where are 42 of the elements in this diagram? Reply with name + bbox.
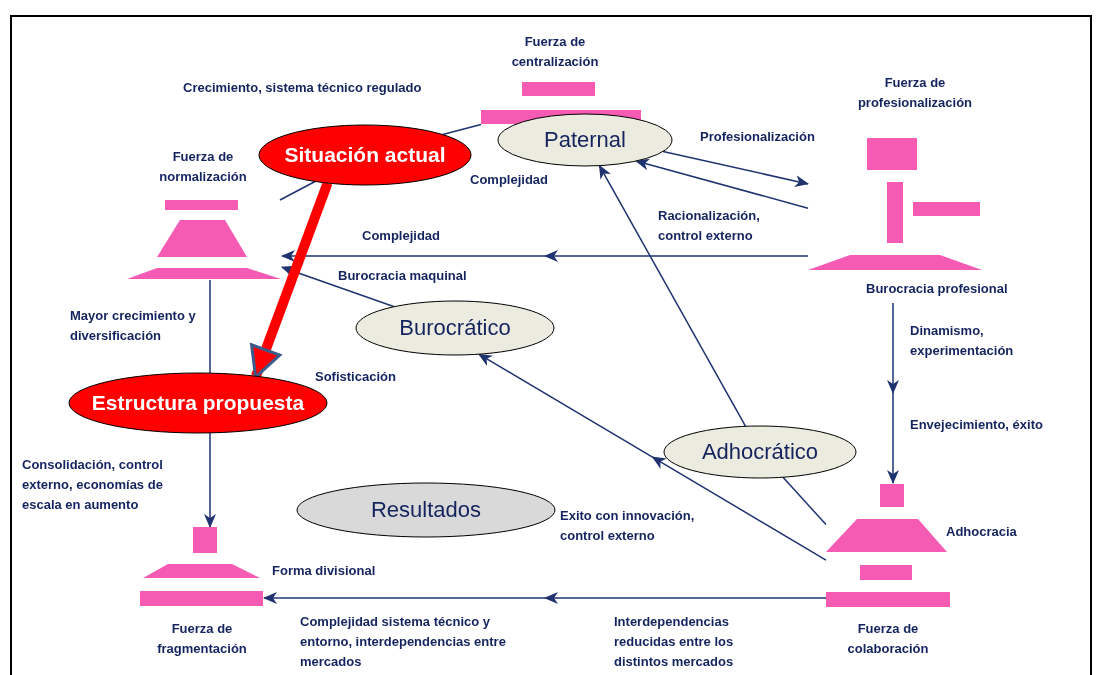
arrow	[263, 592, 827, 604]
label-text: Consolidación, control externo, economías de escala en aumento	[22, 456, 164, 514]
node-label: Burocrático	[399, 315, 511, 340]
label-text: Complejidad sistema técnico y entorno, interdependencias entre mercados	[300, 613, 507, 671]
node-label: Resultados	[370, 497, 482, 522]
label-text: Crecimiento, sistema técnico regulado	[183, 79, 423, 97]
arrow	[635, 158, 809, 209]
structure-caption: Adhocracia	[946, 523, 1018, 541]
structure-caption: Fuerza de normalización	[158, 148, 248, 186]
label-text: Profesionalización	[700, 128, 816, 146]
structure-caption: Fuerza de fragmentación	[156, 620, 248, 658]
structure-caption: Fuerza de colaboración	[846, 620, 930, 658]
label-text: Racionalización, control externo	[658, 207, 761, 245]
arrow	[478, 353, 827, 561]
label-text: Complejidad	[362, 227, 441, 245]
arrow	[250, 181, 333, 379]
label-text: Envejecimiento, éxito	[910, 416, 1044, 434]
arrow	[204, 432, 216, 528]
arrow	[281, 250, 809, 262]
arrow	[887, 302, 899, 484]
structure-caption: Fuerza de profesionalización	[856, 74, 974, 112]
connector-line	[279, 180, 316, 201]
label-text: Mayor crecimiento y diversificación	[70, 307, 197, 345]
arrow	[281, 265, 396, 308]
label-text: Sofisticación	[315, 368, 397, 386]
label-text: Dinamismo, experimentación	[910, 322, 1015, 360]
node-label: Estructura propuesta	[91, 391, 305, 414]
connector-line	[209, 279, 211, 374]
arrow	[598, 164, 747, 428]
label-text: Interdependencias reducidas entre los distintos mercados	[614, 613, 735, 671]
label-text: Complejidad	[470, 171, 549, 189]
arrow	[662, 150, 809, 187]
node-label: Situación actual	[284, 143, 446, 166]
connector-line	[441, 123, 482, 136]
structure-caption: Forma divisional	[272, 562, 377, 580]
label-text: Exito con innovación, control externo	[560, 507, 696, 545]
structure-caption: Burocracia profesional	[866, 280, 1009, 298]
structure-caption: Fuerza de centralización	[510, 33, 600, 71]
label-text: Burocracia maquinal	[338, 267, 468, 285]
node-label: Adhocrático	[701, 439, 819, 464]
connector-line	[782, 476, 827, 526]
node-label: Paternal	[544, 127, 626, 152]
